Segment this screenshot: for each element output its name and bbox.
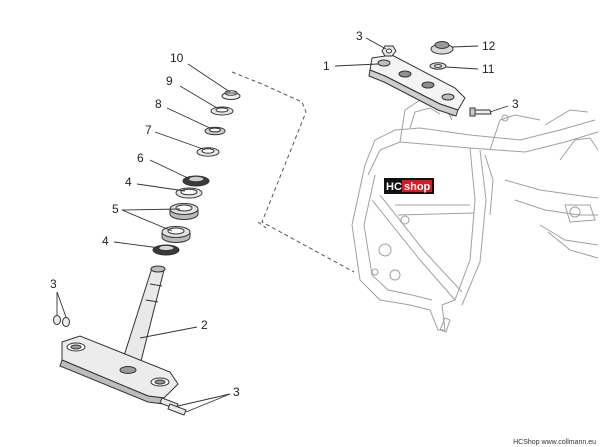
bolts-bottom [159,397,187,416]
motorcycle-frame [351,99,599,333]
callout-4-upper: 4 [125,175,132,189]
ring-nut-10 [221,90,241,100]
washer-9 [210,106,234,116]
upper-triple-clamp [368,54,466,117]
washer-11 [429,62,447,70]
callout-3-left: 3 [50,277,57,291]
bearing-race-4-upper [175,187,203,199]
callout-9: 9 [166,74,173,88]
callout-4-lower: 4 [102,234,109,248]
callout-2: 2 [201,318,208,332]
bearing-5-upper [169,203,199,220]
callout-6: 6 [137,151,144,165]
seal-4-lower [152,244,180,256]
callout-labels: 10 9 8 7 6 4 5 4 3 2 3 3 1 12 11 3 [50,29,519,399]
hcshop-logo: HC shop [384,178,434,194]
leader-lines [56,37,509,413]
callout-7: 7 [145,123,152,137]
nuts-left [53,315,70,327]
callout-12: 12 [482,39,496,53]
callout-3-top: 3 [356,29,363,43]
bolt-right [469,107,492,117]
washer-8 [204,126,226,136]
callout-11: 11 [482,62,495,76]
callout-3-bottom: 3 [233,385,240,399]
assembly-dashed-outline [231,71,355,273]
callout-1: 1 [323,59,330,73]
logo-text-hc: HC [386,181,402,193]
lower-triple-clamp [59,335,179,405]
ring-nut-7 [196,147,220,157]
steering-stem [121,265,166,366]
callout-8: 8 [155,97,162,111]
cap-12 [430,41,454,55]
callout-5: 5 [112,202,119,216]
callout-10: 10 [170,51,184,65]
callout-3-right: 3 [512,97,519,111]
footer-watermark: HCShop www.collmann.eu [513,439,596,446]
logo-text-shop: shop [404,181,431,193]
bearing-5-lower [161,226,191,243]
